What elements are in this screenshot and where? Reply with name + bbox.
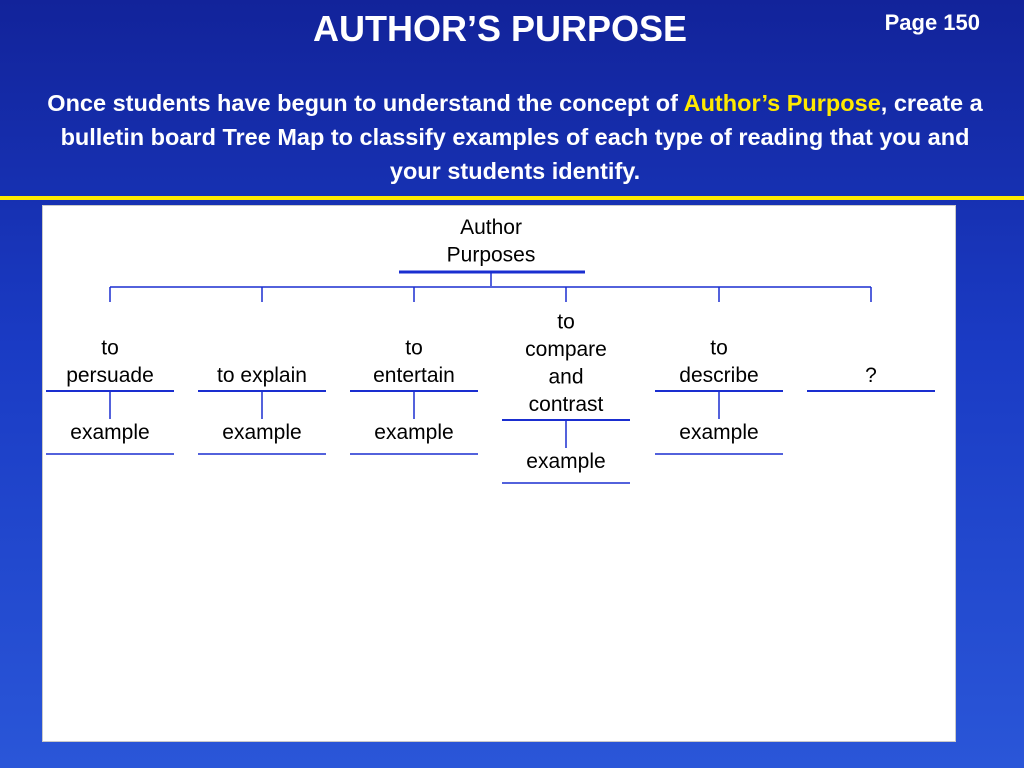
tree-branch-label: persuade bbox=[66, 364, 154, 387]
tree-branch-label: compare bbox=[525, 338, 607, 361]
tree-branch-label: to bbox=[557, 311, 575, 334]
tree-example-label: example bbox=[222, 421, 301, 444]
tree-branch-label: entertain bbox=[373, 364, 455, 387]
tree-branch-label: contrast bbox=[529, 393, 604, 416]
intro-text-after: , create a bulletin board Tree Map to cl… bbox=[60, 90, 983, 184]
intro-text-before: Once students have begun to understand t… bbox=[47, 90, 684, 116]
tree-root-label: Purposes bbox=[447, 244, 536, 267]
tree-branch-label: to bbox=[405, 337, 423, 360]
tree-example-label: example bbox=[679, 421, 758, 444]
tree-branch-label: to bbox=[710, 337, 728, 360]
tree-example-label: example bbox=[526, 450, 605, 473]
slide-title: AUTHOR’S PURPOSE bbox=[312, 8, 688, 49]
tree-root-label: Author bbox=[460, 216, 522, 239]
yellow-divider bbox=[0, 196, 1024, 200]
intro-paragraph: Once students have begun to understand t… bbox=[40, 86, 990, 188]
page-number: Page 150 bbox=[884, 10, 980, 35]
tree-branch-label: to explain bbox=[217, 364, 307, 387]
intro-highlight: Author’s Purpose bbox=[683, 90, 881, 116]
tree-branch-label: describe bbox=[679, 364, 758, 387]
tree-example-label: example bbox=[374, 421, 453, 444]
tree-branch-label: ? bbox=[865, 364, 877, 387]
tree-branch-label: and bbox=[548, 366, 583, 389]
tree-example-label: example bbox=[70, 421, 149, 444]
tree-branch-label: to bbox=[101, 337, 119, 360]
